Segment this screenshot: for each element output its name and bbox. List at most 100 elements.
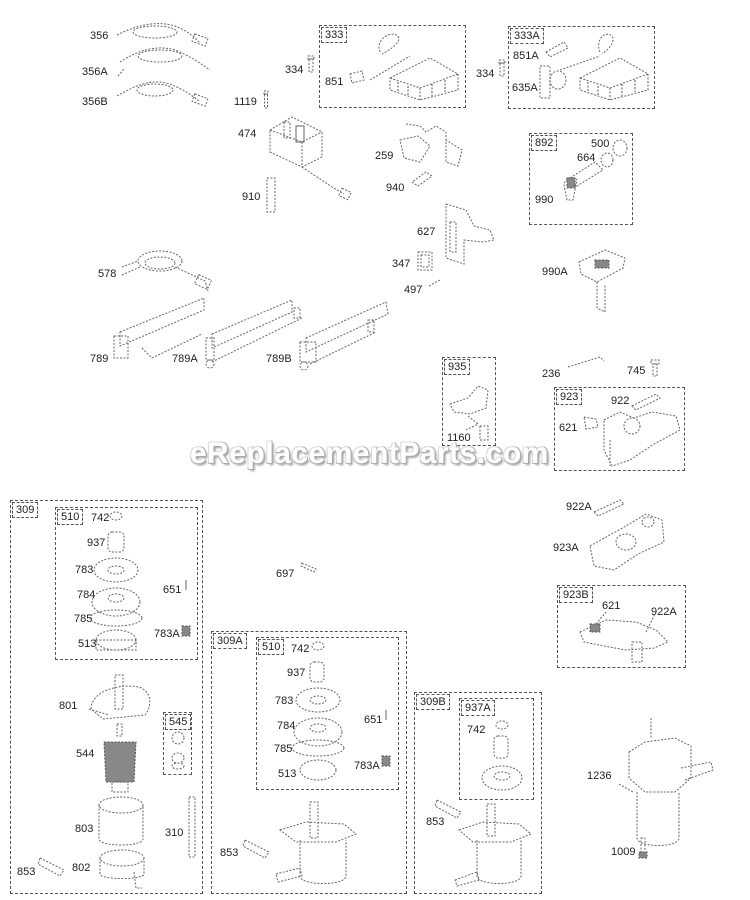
connector-853b-icon[interactable] bbox=[242, 838, 273, 860]
screw-1119-icon[interactable] bbox=[262, 90, 270, 109]
part-label-853c: 853 bbox=[426, 816, 445, 828]
wire-harness-789A-icon[interactable] bbox=[202, 298, 307, 370]
part-label-544: 544 bbox=[76, 748, 95, 760]
part-label-742b: 742 bbox=[291, 643, 310, 655]
ignition-coil-333-icon[interactable] bbox=[369, 30, 465, 102]
part-label-789A: 789A bbox=[172, 353, 198, 365]
starter-drive-510b-icon[interactable] bbox=[291, 640, 398, 790]
wire-harness-789-icon[interactable] bbox=[112, 296, 207, 366]
brush-kit-545-icon[interactable] bbox=[168, 730, 188, 772]
part-label-347: 347 bbox=[392, 258, 411, 270]
key-990A-icon[interactable] bbox=[575, 248, 635, 323]
link-236-icon[interactable] bbox=[566, 355, 606, 369]
group-tag-309B: 309B bbox=[416, 694, 450, 710]
screw-1009-icon[interactable] bbox=[638, 837, 648, 860]
pinion-937A-icon[interactable] bbox=[470, 718, 530, 798]
screw-497-icon[interactable] bbox=[428, 278, 442, 288]
group-box-923: 923 bbox=[554, 387, 685, 471]
part-label-621b: 621 bbox=[602, 600, 621, 612]
connector-851-icon[interactable] bbox=[348, 70, 366, 84]
screw-697-icon[interactable] bbox=[300, 561, 318, 573]
wire-harness-356-icon[interactable] bbox=[115, 18, 215, 108]
group-tag-333: 333 bbox=[321, 27, 348, 43]
wire-harness-578-icon[interactable] bbox=[120, 245, 215, 295]
wire-harness-789B-icon[interactable] bbox=[296, 298, 396, 371]
screw-940-icon[interactable] bbox=[410, 171, 434, 188]
screw-745-icon[interactable] bbox=[650, 359, 660, 378]
part-label-742c: 742 bbox=[467, 724, 486, 736]
governor-control-923B-icon[interactable] bbox=[576, 611, 676, 667]
part-label-802: 802 bbox=[72, 862, 91, 874]
part-label-310: 310 bbox=[165, 827, 184, 839]
part-label-783Ab: 783A bbox=[354, 760, 380, 772]
part-label-783b: 783 bbox=[275, 695, 294, 707]
part-label-785: 785 bbox=[74, 613, 93, 625]
bracket-935-icon[interactable] bbox=[448, 378, 494, 444]
part-label-651b: 651 bbox=[364, 714, 383, 726]
plate-627-icon[interactable] bbox=[442, 200, 497, 270]
bolt-310-icon[interactable] bbox=[187, 796, 197, 859]
part-label-621: 621 bbox=[559, 422, 578, 434]
bracket-259-icon[interactable] bbox=[398, 122, 466, 167]
part-label-910: 910 bbox=[242, 191, 261, 203]
part-label-940: 940 bbox=[386, 182, 405, 194]
connector-853c-icon[interactable] bbox=[434, 798, 465, 820]
brush-plate-802-icon[interactable] bbox=[98, 848, 148, 890]
ignition-module-474-icon[interactable] bbox=[262, 112, 357, 207]
group-tag-892: 892 bbox=[531, 135, 558, 151]
part-label-1236: 1236 bbox=[587, 770, 612, 782]
fuel-pump-1236-icon[interactable] bbox=[615, 718, 715, 858]
group-tag-923: 923 bbox=[556, 389, 583, 405]
armature-544-icon[interactable] bbox=[100, 723, 140, 798]
ignition-coil-333A-icon[interactable] bbox=[559, 30, 655, 102]
starter-motor-309A-icon[interactable] bbox=[275, 800, 366, 890]
governor-control-923A-icon[interactable] bbox=[586, 506, 670, 576]
group-tag-935: 935 bbox=[444, 359, 471, 375]
spacer-910-icon[interactable] bbox=[265, 176, 277, 216]
part-label-803: 803 bbox=[75, 823, 94, 835]
bracket-621-icon[interactable] bbox=[582, 415, 600, 431]
part-label-1009: 1009 bbox=[611, 846, 636, 858]
group-tag-937A: 937A bbox=[461, 700, 495, 716]
part-label-784: 784 bbox=[77, 589, 96, 601]
part-label-922Ab: 922A bbox=[651, 606, 677, 618]
part-label-578: 578 bbox=[98, 268, 117, 280]
connector-853-icon[interactable] bbox=[37, 856, 68, 878]
part-label-789B: 789B bbox=[266, 353, 292, 365]
part-label-783: 783 bbox=[75, 564, 94, 576]
part-label-851A: 851A bbox=[513, 50, 539, 62]
connector-851A-icon[interactable] bbox=[544, 40, 570, 58]
clip-347-icon[interactable] bbox=[416, 250, 436, 272]
group-box-309B: 309B bbox=[414, 692, 542, 894]
part-label-937: 937 bbox=[87, 537, 106, 549]
ignition-switch-892-icon[interactable] bbox=[555, 139, 630, 210]
part-label-785b: 785 bbox=[274, 743, 293, 755]
part-label-513b: 513 bbox=[278, 768, 297, 780]
group-tag-923B: 923B bbox=[559, 587, 593, 603]
part-label-922A: 922A bbox=[566, 501, 592, 513]
group-box-935: 935 bbox=[442, 357, 496, 446]
part-label-922: 922 bbox=[611, 395, 630, 407]
starter-motor-309B-icon[interactable] bbox=[454, 800, 540, 890]
part-label-664: 664 bbox=[577, 152, 596, 164]
part-label-474: 474 bbox=[238, 128, 257, 140]
part-label-236: 236 bbox=[542, 368, 561, 380]
switch-635A-icon[interactable] bbox=[538, 60, 568, 102]
group-tag-309A-510: 510 bbox=[258, 639, 285, 655]
part-label-627: 627 bbox=[417, 226, 436, 238]
part-label-334b: 334 bbox=[476, 68, 495, 80]
spring-922-icon[interactable] bbox=[630, 392, 662, 411]
spring-922A-icon[interactable] bbox=[592, 498, 626, 517]
end-cap-801-icon[interactable] bbox=[85, 665, 155, 723]
screw-334b-icon[interactable] bbox=[498, 59, 506, 78]
starter-drive-510-icon[interactable] bbox=[89, 510, 196, 660]
screw-334-icon[interactable] bbox=[307, 55, 315, 74]
part-label-990A: 990A bbox=[542, 266, 568, 278]
group-box-545: 545 bbox=[163, 712, 192, 775]
motor-housing-803-icon[interactable] bbox=[97, 795, 149, 849]
group-tag-309-510: 510 bbox=[57, 509, 84, 525]
governor-control-923-icon[interactable] bbox=[600, 410, 682, 468]
group-box-923B: 923B bbox=[557, 585, 686, 668]
part-label-651: 651 bbox=[163, 584, 182, 596]
part-label-1160: 1160 bbox=[447, 432, 471, 444]
